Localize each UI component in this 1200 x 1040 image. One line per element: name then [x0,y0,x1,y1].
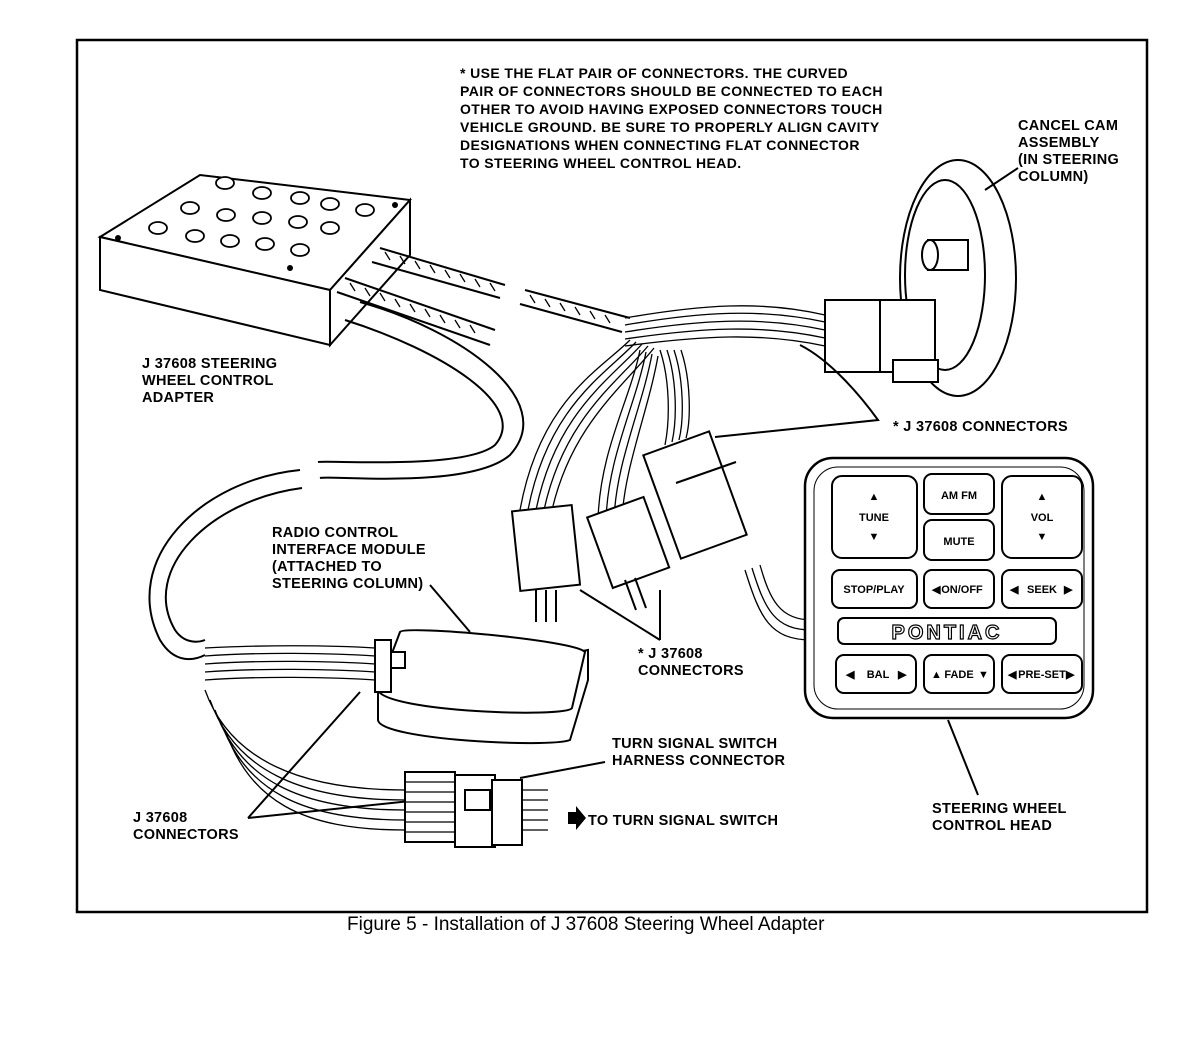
corrugated-tubes [148,247,631,661]
radio-control-interface-module [204,629,589,831]
leader-lines [247,167,1019,819]
button-tune-label: TUNE [859,512,889,524]
j37608-connectors-pair [510,430,748,622]
label-connectors-left-line: CONNECTORS [133,827,239,843]
up-arrow-icon: ▲ [1037,491,1048,503]
right-arrow-icon: ▶ [897,669,907,681]
label-connectors-mid-line: CONNECTORS [638,663,744,679]
note-line-1: * USE THE FLAT PAIR OF CONNECTORS. THE C… [460,65,848,81]
note-line-2: PAIR OF CONNECTORS SHOULD BE CONNECTED T… [460,83,883,99]
down-arrow-icon: ▼ [1037,531,1048,543]
button-bal[interactable]: ◀ BAL ▶ [835,654,917,694]
label-connectors-left: J 37608 CONNECTORS [133,810,239,843]
down-arrow-icon: ▼ [978,669,989,681]
left-arrow-icon: ◀ [931,584,941,596]
label-to-turn-signal: TO TURN SIGNAL SWITCH [588,813,778,829]
button-vol-label: VOL [1031,512,1054,524]
brand-name: PONTIAC [892,622,1003,644]
button-stop-play[interactable]: STOP/PLAY [831,569,918,609]
label-control-head: STEERING WHEEL CONTROL HEAD [932,801,1067,834]
label-cancel-cam-line: ASSEMBLY [1018,135,1100,151]
label-control-head-line: CONTROL HEAD [932,818,1052,834]
button-seek-label: SEEK [1027,584,1057,596]
installation-note: * USE THE FLAT PAIR OF CONNECTORS. THE C… [460,65,883,171]
button-bal-label: BAL [867,669,890,681]
up-arrow-icon: ▲ [931,669,942,681]
button-tune[interactable]: ▲ TUNE ▼ [831,475,918,559]
label-radio-module-line: STEERING COLUMN) [272,576,423,592]
label-turn-signal-harness: TURN SIGNAL SWITCH HARNESS CONNECTOR [612,736,785,769]
label-radio-module-line: INTERFACE MODULE [272,542,426,558]
left-arrow-icon: ◀ [1007,669,1017,681]
label-cancel-cam-line: COLUMN) [1018,169,1089,185]
label-radio-module-line: RADIO CONTROL [272,525,398,541]
label-cancel-cam: CANCEL CAM ASSEMBLY (IN STEERING COLUMN) [1018,118,1119,185]
label-connectors-mid: * J 37608 CONNECTORS [638,646,744,679]
note-line-6: TO STEERING WHEEL CONTROL HEAD. [460,155,742,171]
turn-signal-harness-connector [404,771,586,848]
wiring-harness [519,305,826,641]
steering-wheel-control-head: ▲ TUNE ▼ AM FM MUTE ▲ VOL ▼ STOP/PLAY ◀ … [803,456,1095,720]
label-connectors-left-line: J 37608 [133,810,188,826]
button-mute[interactable]: MUTE [923,519,995,561]
label-adapter-line: WHEEL CONTROL [142,373,274,389]
button-pre-set-label: PRE-SET [1018,669,1066,681]
steering-wheel-control-adapter [97,173,413,348]
right-arrow-icon: ▶ [1063,584,1073,596]
cancel-cam-assembly [824,159,1017,397]
brand-plate: PONTIAC [837,617,1057,645]
right-arrow-icon: ▶ [1065,669,1075,681]
button-am-fm[interactable]: AM FM [923,473,995,515]
label-control-head-line: STEERING WHEEL [932,801,1067,817]
button-vol[interactable]: ▲ VOL ▼ [1001,475,1083,559]
left-arrow-icon: ◀ [845,669,855,681]
button-mute-label: MUTE [943,536,974,548]
button-stop-play-label: STOP/PLAY [843,584,905,596]
arrow-right-icon [568,806,586,830]
label-connectors-right: * J 37608 CONNECTORS [893,419,1068,435]
note-line-4: VEHICLE GROUND. BE SURE TO PROPERLY ALIG… [460,119,880,135]
label-connectors-mid-line: * J 37608 [638,646,703,662]
figure-frame [75,38,1149,914]
left-arrow-icon: ◀ [1009,584,1019,596]
label-turn-signal-harness-line: HARNESS CONNECTOR [612,753,785,769]
button-on-off-label: ON/OFF [941,584,983,596]
label-turn-signal-harness-line: TURN SIGNAL SWITCH [612,736,777,752]
button-fade[interactable]: ▲ FADE ▼ [923,654,995,694]
label-adapter-line: J 37608 STEERING [142,356,277,372]
up-arrow-icon: ▲ [869,491,880,503]
label-cancel-cam-line: (IN STEERING [1018,152,1119,168]
note-line-3: OTHER TO AVOID HAVING EXPOSED CONNECTORS… [460,101,883,117]
button-pre-set[interactable]: ◀ PRE-SET ▶ [1001,654,1083,694]
label-adapter: J 37608 STEERING WHEEL CONTROL ADAPTER [142,356,277,406]
button-on-off[interactable]: ◀ ON/OFF [923,569,995,609]
figure-caption: Figure 5 - Installation of J 37608 Steer… [347,914,825,935]
down-arrow-icon: ▼ [869,531,880,543]
button-am-fm-label: AM FM [941,490,977,502]
label-adapter-line: ADAPTER [142,390,214,406]
label-cancel-cam-line: CANCEL CAM [1018,118,1118,134]
note-line-5: DESIGNATIONS WHEN CONNECTING FLAT CONNEC… [460,137,860,153]
button-fade-label: FADE [944,669,973,681]
label-radio-module: RADIO CONTROL INTERFACE MODULE (ATTACHED… [272,525,426,592]
label-radio-module-line: (ATTACHED TO [272,559,382,575]
button-seek[interactable]: ◀ SEEK ▶ [1001,569,1083,609]
